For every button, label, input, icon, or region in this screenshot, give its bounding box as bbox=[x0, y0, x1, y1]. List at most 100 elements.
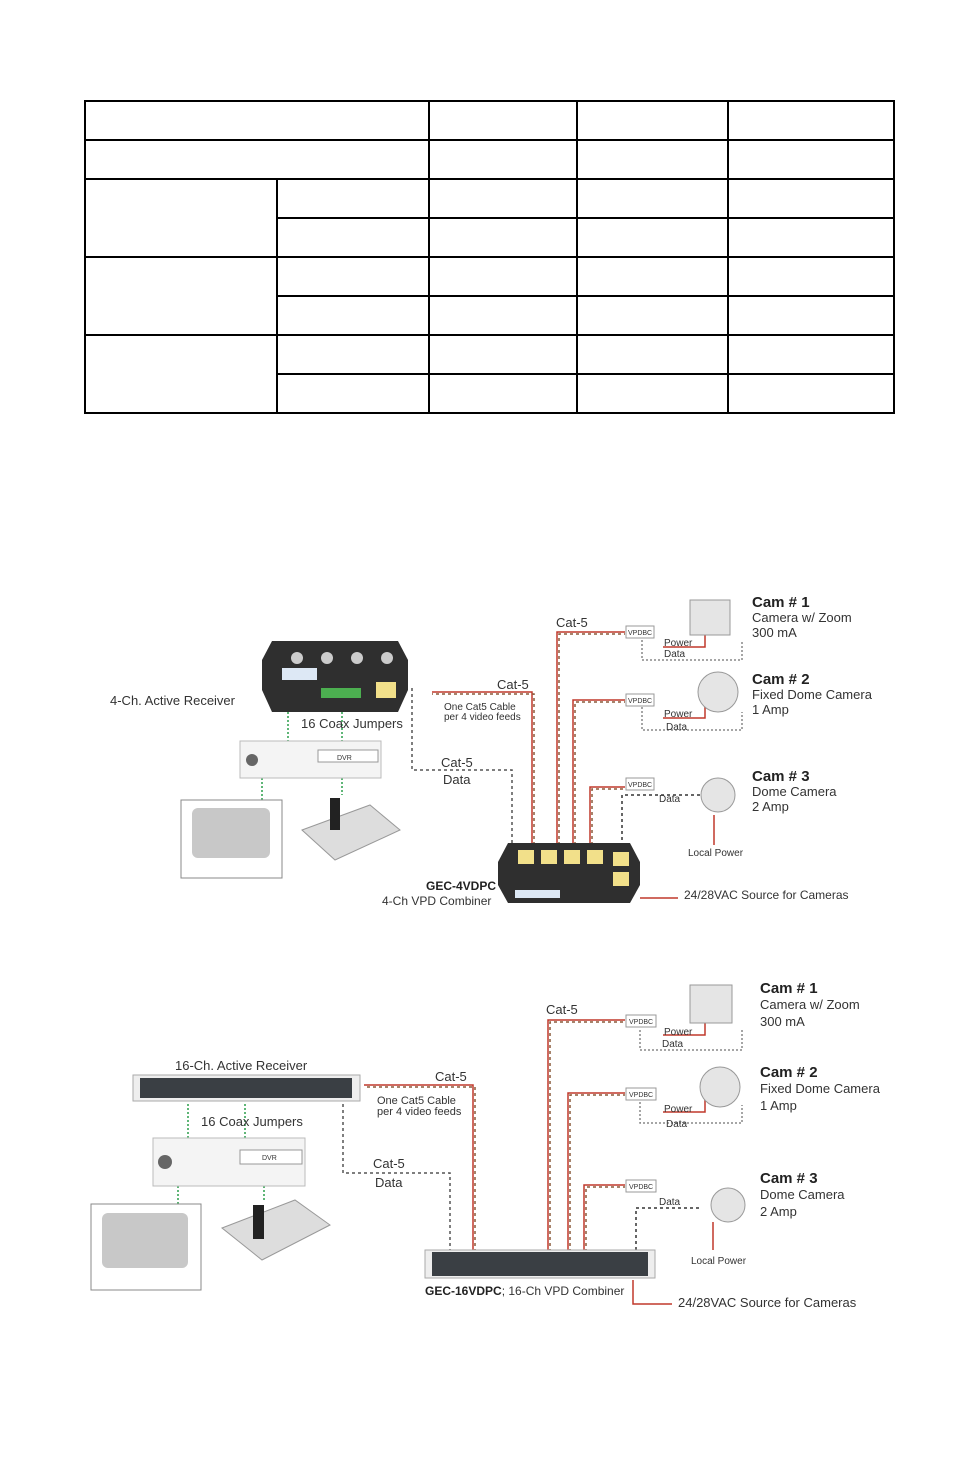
cam-desc: Fixed Dome Camera bbox=[752, 687, 873, 702]
local-power-label: Local Power bbox=[688, 848, 744, 859]
combiner-desc: 4-Ch VPD Combiner bbox=[382, 894, 491, 908]
local-power-label: Local Power bbox=[691, 1256, 747, 1267]
table-cell bbox=[428, 217, 578, 258]
cam-desc: Fixed Dome Camera bbox=[760, 1081, 881, 1096]
table-cell bbox=[428, 178, 578, 219]
ptz-dome-camera-icon bbox=[710, 1187, 746, 1223]
table-cell bbox=[84, 334, 278, 414]
combiner-4ch-icon bbox=[498, 843, 640, 903]
table-row bbox=[84, 334, 895, 414]
cam-current: 1 Amp bbox=[760, 1098, 797, 1113]
cam-current: 300 mA bbox=[752, 625, 797, 640]
table-cell bbox=[428, 139, 578, 180]
receiver-4ch-icon bbox=[262, 641, 408, 712]
cat5-label: Cat-5 bbox=[435, 1069, 467, 1084]
table-cell bbox=[84, 139, 430, 180]
table-row bbox=[85, 295, 895, 336]
table-cell bbox=[84, 100, 430, 141]
cam-title: Cam # 2 bbox=[752, 671, 810, 688]
cat5-data-label: Cat-5 bbox=[441, 755, 473, 770]
cat5-label: Cat-5 bbox=[546, 1002, 578, 1017]
dvr-label: DVR bbox=[262, 1155, 277, 1162]
table-cell bbox=[727, 256, 895, 297]
receiver-16ch-icon bbox=[132, 1074, 361, 1102]
data-label: Data bbox=[664, 649, 686, 660]
cam-title: Cam # 3 bbox=[760, 1170, 818, 1187]
table-cell bbox=[428, 256, 578, 297]
cam-current: 2 Amp bbox=[752, 799, 789, 814]
table-cell bbox=[276, 373, 430, 414]
table-cell bbox=[428, 100, 578, 141]
cam-title: Cam # 2 bbox=[760, 1064, 818, 1081]
source-label: 24/28VAC Source for Cameras bbox=[678, 1295, 857, 1310]
table-cell bbox=[727, 373, 895, 414]
table-cell bbox=[727, 334, 895, 375]
source-label: 24/28VAC Source for Cameras bbox=[684, 888, 849, 902]
table-cell bbox=[576, 295, 729, 336]
coax-label: 16 Coax Jumpers bbox=[201, 1114, 303, 1129]
combiner-model: GEC-4VDPC bbox=[426, 879, 496, 893]
combiner-model: GEC-16VDPC bbox=[425, 1284, 502, 1298]
table-row bbox=[84, 139, 895, 180]
vpdbc-label: VPDBC bbox=[628, 698, 652, 705]
data-label: Data bbox=[666, 1119, 688, 1130]
combiner-16ch-icon bbox=[424, 1249, 656, 1279]
table-cell bbox=[276, 217, 430, 258]
cam-title: Cam # 1 bbox=[752, 594, 810, 611]
dvr-icon bbox=[239, 740, 382, 779]
cable-note: One Cat5 Cable bbox=[377, 1095, 456, 1107]
table-row bbox=[84, 256, 895, 336]
dome-camera-icon bbox=[697, 671, 739, 713]
receiver-label: 4-Ch. Active Receiver bbox=[110, 693, 236, 708]
table-cell bbox=[576, 139, 729, 180]
monitor-icon bbox=[180, 799, 283, 879]
table-cell bbox=[428, 334, 578, 375]
dvr-icon bbox=[152, 1137, 306, 1187]
cam-current: 300 mA bbox=[760, 1014, 805, 1029]
cat5-label: Cat-5 bbox=[556, 615, 588, 630]
camera-box-icon bbox=[689, 984, 733, 1024]
diagram-4ch: 4-Ch. Active Receiver 16 Coax Jumpers DV… bbox=[110, 594, 873, 908]
combiner-label: GEC-16VDPC; 16-Ch VPD Combiner bbox=[425, 1284, 624, 1298]
vpdbc-label: VPDBC bbox=[629, 1092, 653, 1099]
table-cell bbox=[576, 217, 729, 258]
cat5-data-label: Data bbox=[443, 772, 471, 787]
cable-note: One Cat5 Cable bbox=[444, 702, 516, 713]
table-cell bbox=[276, 256, 430, 297]
data-label: Data bbox=[659, 794, 681, 805]
ptz-dome-camera-icon bbox=[700, 777, 736, 813]
table-cell bbox=[576, 373, 729, 414]
table-cell bbox=[276, 334, 430, 375]
cam-desc: Camera w/ Zoom bbox=[760, 997, 860, 1012]
table-cell bbox=[727, 178, 895, 219]
monitor-icon bbox=[90, 1203, 202, 1291]
table-cell bbox=[576, 334, 729, 375]
cam-desc: Dome Camera bbox=[760, 1187, 845, 1202]
table-row bbox=[85, 373, 895, 414]
vpdbc-label: VPDBC bbox=[628, 782, 652, 789]
camera-box-icon bbox=[689, 599, 731, 636]
cam-title: Cam # 3 bbox=[752, 768, 810, 785]
data-label: Data bbox=[659, 1197, 681, 1208]
table-cell bbox=[727, 100, 895, 141]
cam-current: 2 Amp bbox=[760, 1204, 797, 1219]
table-cell bbox=[428, 373, 578, 414]
cat5-label: Cat-5 bbox=[497, 677, 529, 692]
cable-note: per 4 video feeds bbox=[444, 712, 521, 723]
table-cell bbox=[576, 256, 729, 297]
table-cell bbox=[276, 295, 430, 336]
cam-title: Cam # 1 bbox=[760, 980, 818, 997]
table-cell bbox=[428, 295, 578, 336]
receiver-label: 16-Ch. Active Receiver bbox=[175, 1058, 308, 1073]
power-label: Power bbox=[664, 709, 693, 720]
table-row bbox=[84, 178, 895, 258]
cat5-data-label: Data bbox=[375, 1175, 403, 1190]
table-row bbox=[84, 100, 895, 141]
coax-label: 16 Coax Jumpers bbox=[301, 716, 403, 731]
power-label: Power bbox=[664, 1027, 693, 1038]
vpdbc-label: VPDBC bbox=[629, 1019, 653, 1026]
table-cell bbox=[84, 178, 278, 258]
table-cell bbox=[576, 178, 729, 219]
cam-desc: Dome Camera bbox=[752, 784, 837, 799]
data-label: Data bbox=[666, 722, 688, 733]
